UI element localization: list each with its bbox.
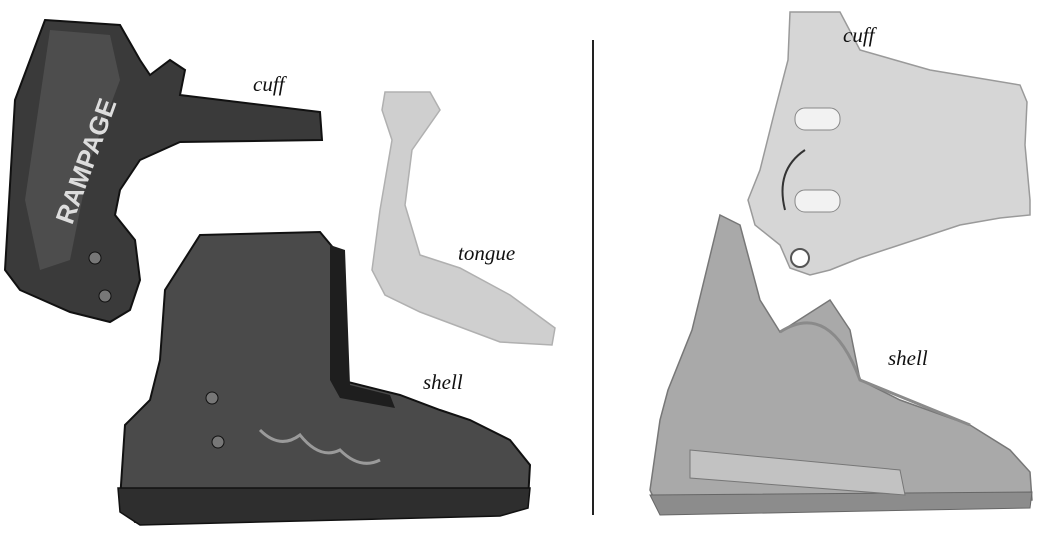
- left-shell-sole: [118, 488, 530, 525]
- tongue-shape: [372, 92, 555, 345]
- left-shell-rivet-bottom: [212, 436, 224, 448]
- right-cuff-shape: [748, 12, 1030, 275]
- tongue-part: [372, 92, 555, 345]
- left-cuff-label: cuff: [253, 72, 285, 97]
- right-cuff-pivot-hole: [791, 249, 809, 267]
- left-cuff-rivet-bottom: [99, 290, 111, 302]
- right-cuff-label: cuff: [843, 23, 875, 48]
- right-shell-sole: [650, 492, 1032, 515]
- right-cuff-part: [748, 12, 1030, 275]
- left-shell-label: shell: [423, 370, 463, 395]
- right-cuff-slot-upper: [795, 108, 840, 130]
- right-cuff-slot-lower: [795, 190, 840, 212]
- left-cuff-rivet-top: [89, 252, 101, 264]
- left-shell-rivet-top: [206, 392, 218, 404]
- tongue-label: tongue: [458, 241, 515, 266]
- right-shell-label: shell: [888, 346, 928, 371]
